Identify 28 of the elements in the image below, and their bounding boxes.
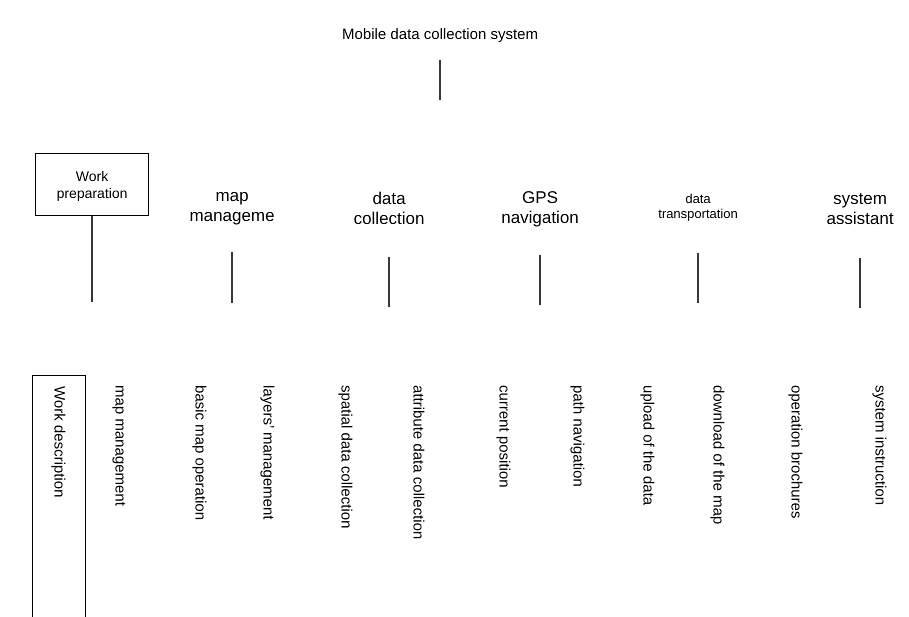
branch-label: map management — [112, 385, 128, 506]
node-label: system assistant — [825, 189, 895, 229]
branch-label: download of the map — [710, 385, 726, 524]
connector-line — [697, 253, 699, 303]
branch-label: basic map operation — [192, 385, 208, 520]
branch-label: attribute data collection — [410, 385, 426, 540]
branch-label: current position — [496, 385, 512, 488]
connector-line — [91, 216, 93, 302]
branch-label: layers’ management — [260, 385, 276, 520]
connector-line — [388, 257, 390, 307]
branch-label: spatial data collection — [338, 385, 354, 528]
connector-line — [439, 60, 441, 100]
node-label: Mobile data collection system — [342, 26, 538, 44]
outlined-box — [32, 375, 86, 617]
connector-line — [859, 258, 861, 308]
outlined-box — [35, 153, 149, 216]
node-label: data transportation — [657, 192, 739, 222]
node-label: data collection — [352, 188, 426, 228]
branch-label: Work description — [52, 386, 66, 498]
branch-label: path navigation — [570, 385, 586, 487]
node-label: Work preparation — [56, 168, 128, 201]
branch-label: operation brochures — [788, 385, 804, 518]
branch-label: upload of the data — [640, 385, 656, 506]
branch-label: system instruction — [872, 385, 888, 506]
connector-line — [539, 255, 541, 305]
node-label: map manageme — [188, 186, 276, 226]
node-label: GPS navigation — [500, 188, 580, 228]
connector-line — [231, 252, 233, 303]
